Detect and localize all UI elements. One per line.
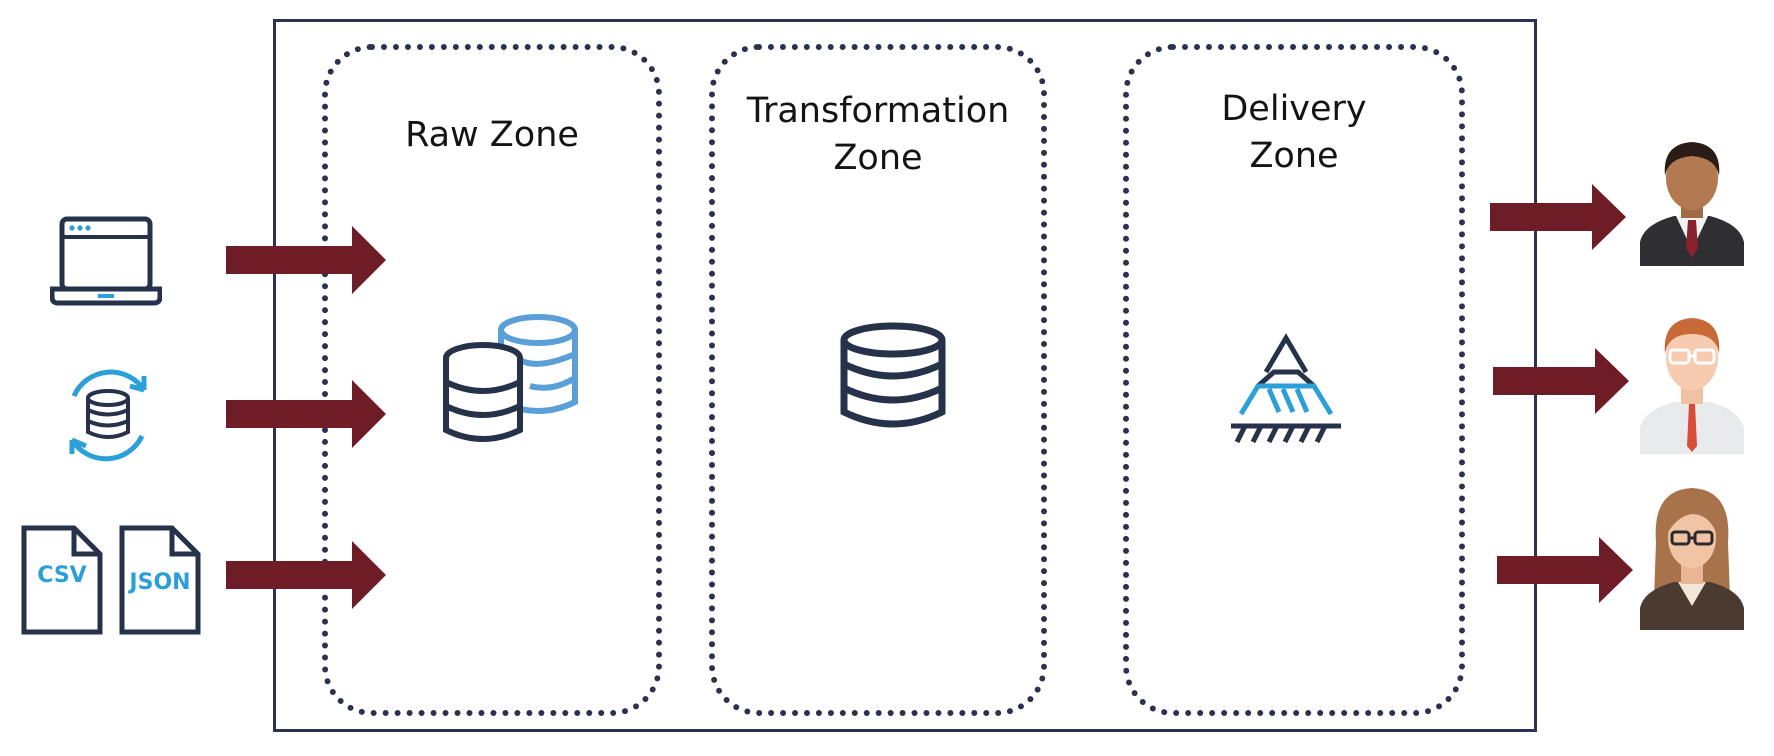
json-file-label: JSON [129, 570, 191, 595]
transformation-zone-box [709, 44, 1047, 716]
csv-file-label: CSV [37, 563, 87, 588]
input-arrow-laptop [226, 226, 386, 294]
businessman-avatar [1634, 132, 1750, 266]
database-sync-icon [52, 366, 164, 464]
laptop-icon [50, 215, 162, 307]
raw-zone-title: Raw Zone [405, 115, 579, 155]
delivery-zone-title: Delivery Zone [1221, 89, 1367, 176]
delivery-zone-box [1123, 44, 1465, 716]
output-arrow-2 [1493, 348, 1629, 414]
output-arrow-3 [1497, 537, 1633, 603]
output-arrow-1 [1490, 184, 1626, 250]
csv-file-icon [20, 524, 104, 636]
woman-glasses-avatar [1634, 482, 1750, 630]
raw-databases-icon [440, 310, 580, 446]
json-file-icon [118, 524, 202, 636]
redhead-man-glasses-avatar [1634, 306, 1750, 454]
transformation-zone-title: Transformation Zone [746, 91, 1010, 178]
raw-zone-box [322, 44, 662, 716]
input-arrow-database [226, 380, 386, 448]
transformation-database-icon [838, 322, 948, 434]
input-arrow-files [226, 541, 386, 609]
delivery-pyramid-icon [1227, 332, 1345, 444]
